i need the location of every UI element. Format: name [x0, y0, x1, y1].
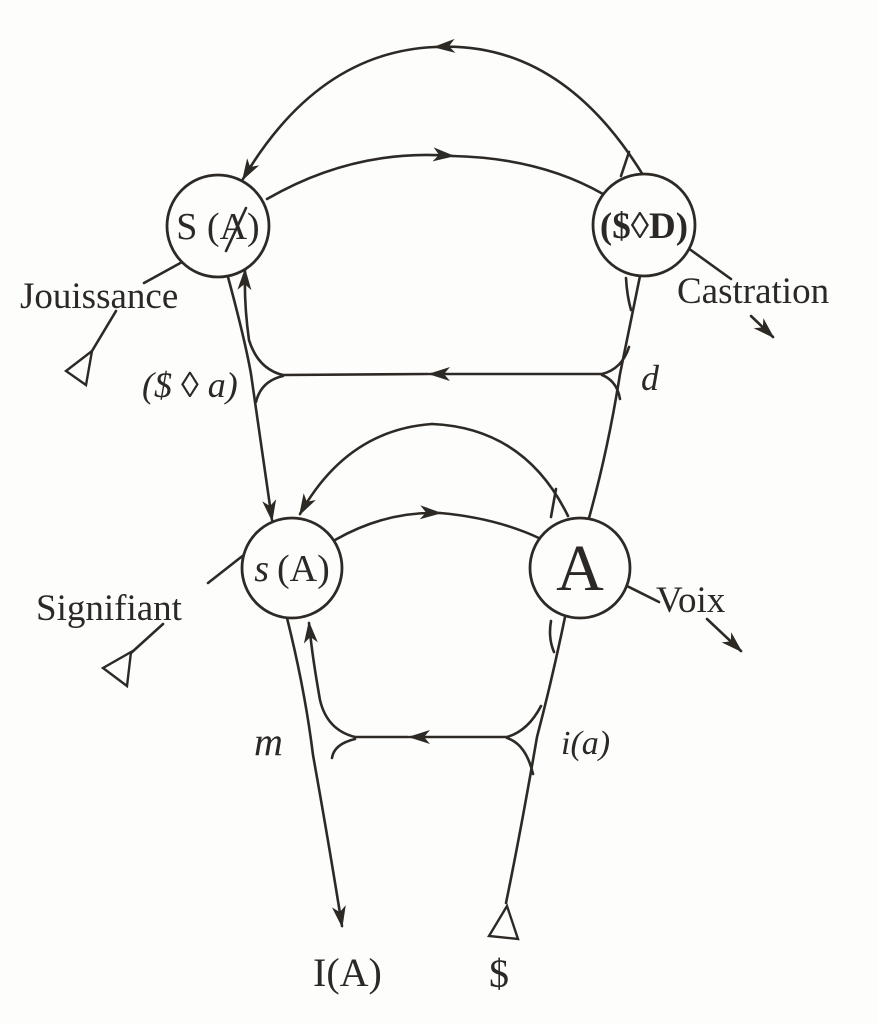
arc-top-outer-right-half [433, 38, 645, 177]
node-drive-formula [591, 172, 697, 278]
delta-triangle-subject [487, 903, 520, 941]
line-drive-down-to-A [587, 274, 642, 520]
node-signified-of-other [240, 516, 344, 620]
delta-triangle-jouissance [63, 348, 94, 388]
node-label-signified-rest: (A) [277, 548, 330, 590]
arc-bottom-inner-left-half [333, 505, 442, 542]
arc-top-inner-left-half [265, 147, 455, 201]
node-label-signified-s: s [254, 548, 269, 590]
line-ego-up-to-sA [303, 621, 357, 739]
label-ideal-image: i(a) [561, 725, 610, 762]
label-castration: Castration [677, 271, 829, 312]
sliver-below-drive-node [624, 276, 633, 312]
sliver-A-top [549, 487, 558, 519]
arrow-voix-end [705, 617, 743, 653]
line-sbarred-down-to-sA [226, 275, 277, 522]
arc-bottom-inner-right-half [438, 511, 543, 541]
rung-desire-to-fantasy-cont [281, 372, 430, 377]
fillet-mid-right-down [600, 373, 622, 401]
arc-bottom-outer-right-half [430, 422, 570, 518]
node-label-big-other: A [556, 532, 604, 605]
fillet-mid-right-up [600, 345, 631, 376]
line-signifiant-to-node [206, 552, 247, 585]
fillet-bottom-right-up [505, 704, 543, 739]
arc-top-inner-right-half [451, 154, 605, 196]
line-node-to-voix [625, 584, 661, 604]
label-ego-ideal: I(A) [313, 950, 382, 995]
label-voix: Voix [656, 580, 726, 621]
line-jouissance-start [90, 309, 118, 353]
node-label-signifier-of-lack: S (A) [176, 206, 259, 248]
line-A-down-to-delta [504, 615, 567, 905]
arc-bottom-outer-left-half [298, 422, 434, 516]
label-desire: d [641, 358, 660, 398]
fillet-mid-left-down [254, 374, 285, 404]
fillet-bottom-left-down [330, 737, 357, 760]
arc-top-outer-left-half [241, 45, 437, 181]
label-ego: m [254, 719, 283, 764]
line-sA-down-to-IA [285, 616, 346, 928]
label-jouissance: Jouissance [20, 276, 178, 317]
label-fantasy-formula: ($ ◊ a) [142, 365, 238, 405]
node-label-drive-formula: ($◊D) [600, 206, 688, 247]
sliver-below-A-node [548, 619, 556, 654]
sliver-top-right-circle [619, 150, 631, 178]
line-fantasy-up-to-sbarred [237, 268, 285, 377]
fillet-bottom-right-down [505, 736, 535, 776]
edges [63, 38, 775, 941]
line-signifiant-start [129, 622, 165, 655]
arrow-castration-end [749, 314, 775, 339]
node-big-other [528, 516, 632, 620]
bar-through-A [224, 206, 248, 253]
node-signifier-of-lack [165, 173, 271, 279]
line-jouissance-to-node [142, 259, 186, 285]
label-barred-subject: $ [489, 951, 509, 996]
delta-triangle-signifiant [100, 649, 133, 689]
node-label-signified-of-other: s(A) [254, 548, 330, 590]
label-signifiant: Signifiant [36, 588, 183, 629]
line-node-to-castration [686, 246, 733, 281]
